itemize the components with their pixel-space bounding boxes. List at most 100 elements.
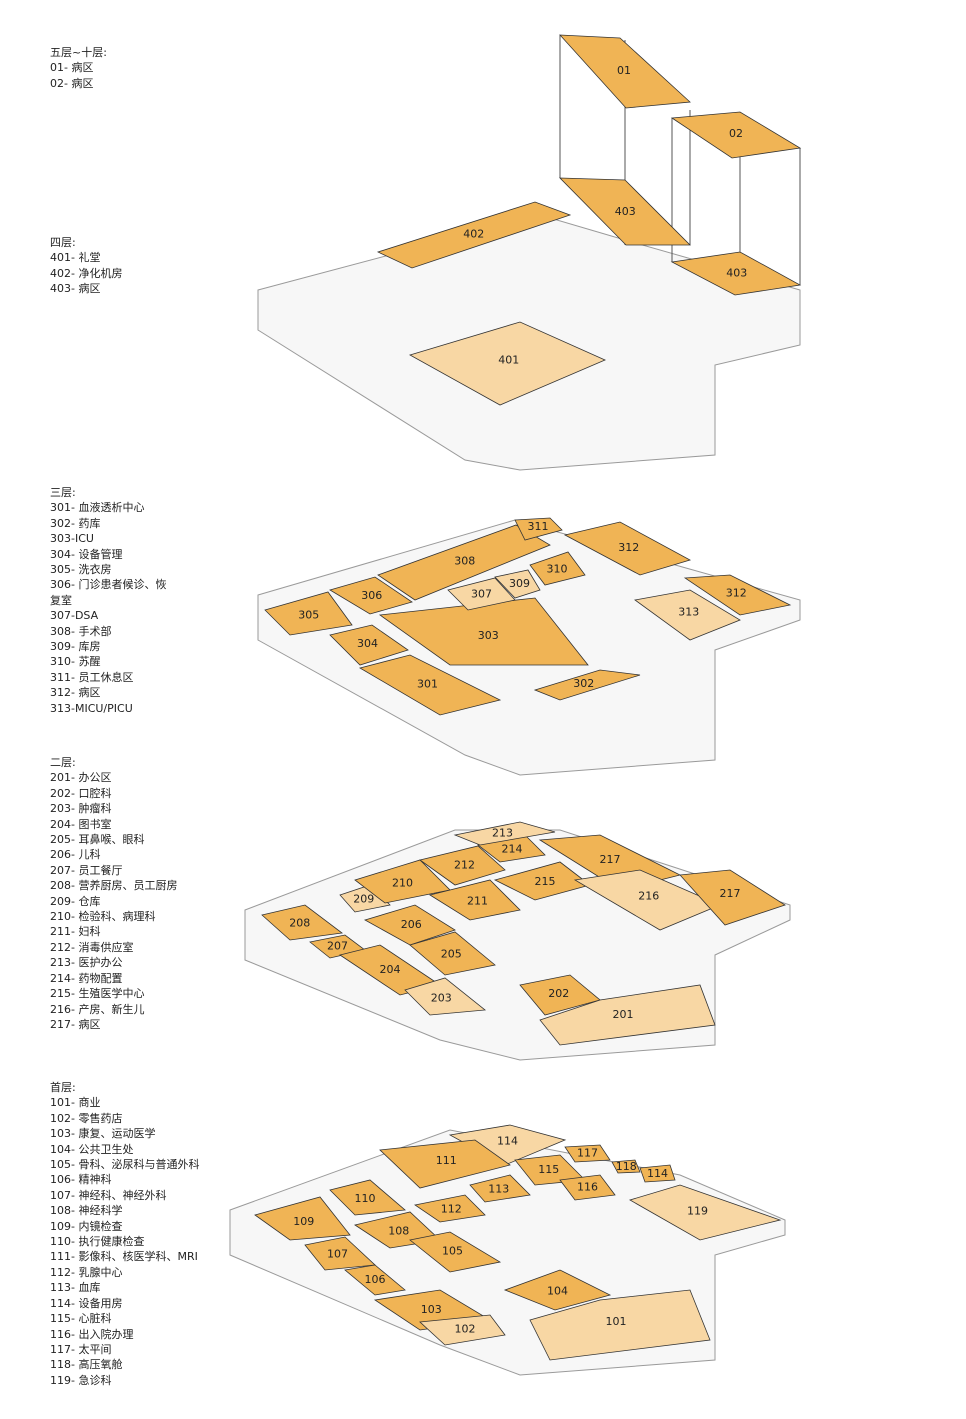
legend-item: 02- 病区 <box>50 76 94 90</box>
room-label: 216 <box>638 889 659 902</box>
legend-item: 308- 手术部 <box>50 624 112 638</box>
room-217 <box>679 869 786 926</box>
legend-item: 116- 出入院办理 <box>50 1327 134 1341</box>
room-label: 119 <box>687 1204 708 1217</box>
legend-item: 207- 员工餐厅 <box>50 863 123 877</box>
room-209 <box>339 884 391 913</box>
room-119 <box>628 1184 782 1241</box>
room-label: 301 <box>417 678 438 691</box>
legend-item: 210- 检验科、病理科 <box>50 910 156 924</box>
room-205 <box>409 931 496 976</box>
legend-title: 五层~十层: <box>50 46 107 59</box>
room-label: 214 <box>502 842 523 855</box>
room-105 <box>409 1231 502 1273</box>
legend-item: 217- 病区 <box>50 1017 101 1031</box>
room-109 <box>254 1196 351 1241</box>
legend-item: 110- 执行健康检查 <box>50 1235 145 1249</box>
room-label: 306 <box>361 589 382 602</box>
room-313 <box>634 589 741 641</box>
room-label: 116 <box>577 1181 598 1194</box>
legend-item: 107- 神经科、神经外科 <box>50 1188 167 1202</box>
room-306 <box>329 576 413 615</box>
room-113 <box>469 1174 531 1203</box>
room-111 <box>379 1139 511 1189</box>
room-211 <box>428 879 521 921</box>
room-104 <box>503 1269 612 1311</box>
room-label: 401 <box>498 354 519 367</box>
room-307 <box>447 577 516 611</box>
room-label: 313 <box>678 606 699 619</box>
room-label: 403 <box>726 267 747 280</box>
legend-item: 216- 产房、新生儿 <box>50 1002 145 1016</box>
legend-item: 208- 营养厨房、员工厨房 <box>50 879 178 893</box>
legend-item: 312- 病区 <box>50 686 101 700</box>
room-label: 117 <box>577 1147 598 1160</box>
room-403 <box>559 177 691 246</box>
legend-item: 205- 耳鼻喉、眼科 <box>50 833 145 847</box>
room-label: 303 <box>478 629 499 642</box>
room-label: 118 <box>616 1160 637 1173</box>
room-302 <box>533 669 641 701</box>
legend-item: 102- 零售药店 <box>50 1111 123 1125</box>
room-01 <box>559 34 691 109</box>
legend-item: 311- 员工休息区 <box>50 670 134 684</box>
room-label: 103 <box>421 1303 442 1316</box>
room-311 <box>514 517 563 541</box>
legend-item: 401- 礼堂 <box>50 251 101 265</box>
legend-title: 二层: <box>50 756 76 769</box>
room-117 <box>564 1144 611 1163</box>
legend-item: 103- 康复、运动医学 <box>50 1127 156 1141</box>
room-305 <box>264 591 353 636</box>
legend-item: 213- 医护办公 <box>50 956 123 970</box>
room-309 <box>494 569 541 599</box>
room-301 <box>358 654 502 716</box>
room-label: 206 <box>401 918 422 931</box>
legend-item: 101- 商业 <box>50 1096 101 1110</box>
room-label: 210 <box>392 876 413 889</box>
room-label: 205 <box>441 947 462 960</box>
room-201 <box>539 984 716 1046</box>
room-213 <box>453 821 556 846</box>
room-label: 402 <box>463 227 484 240</box>
legend-item: 201- 办公区 <box>50 771 112 785</box>
room-label: 309 <box>509 577 530 590</box>
legend-item: 118- 高压氧舱 <box>50 1358 123 1372</box>
room-102 <box>419 1314 506 1346</box>
legend-item: 114- 设备用房 <box>50 1296 123 1310</box>
room-label: 311 <box>528 520 549 533</box>
legend-item: 212- 消毒供应室 <box>50 940 134 954</box>
legend-item: 113- 血库 <box>50 1281 101 1295</box>
room-114 <box>639 1164 676 1183</box>
room-312 <box>563 521 692 576</box>
legend-item: 105- 骨科、泌尿科与普通外科 <box>50 1158 200 1172</box>
legend-item: 309- 库房 <box>50 640 101 654</box>
room-label: 107 <box>327 1247 348 1260</box>
room-label: 204 <box>380 963 401 976</box>
room-label: 212 <box>454 858 475 871</box>
legend-item: 111- 影像科、核医学科、MRI <box>50 1250 198 1264</box>
room-label: 114 <box>647 1167 668 1180</box>
legend-item: 115- 心脏科 <box>50 1312 112 1326</box>
legend-item: 112- 乳腺中心 <box>50 1265 123 1279</box>
room-310 <box>529 551 586 586</box>
room-110 <box>329 1179 406 1216</box>
room-402 <box>376 201 572 269</box>
room-label: 109 <box>293 1215 314 1228</box>
room-label: 108 <box>388 1224 409 1237</box>
legend-item: 214- 药物配置 <box>50 971 123 985</box>
room-label: 104 <box>547 1284 568 1297</box>
legend-item: 215- 生殖医学中心 <box>50 987 145 1001</box>
legend-item: 106- 精神科 <box>50 1173 112 1187</box>
room-02 <box>670 111 802 159</box>
room-label: 201 <box>613 1008 634 1021</box>
legend-item: 117- 太平间 <box>50 1342 112 1356</box>
room-label: 208 <box>289 916 310 929</box>
room-label: 211 <box>467 894 488 907</box>
room-label: 110 <box>355 1192 376 1205</box>
